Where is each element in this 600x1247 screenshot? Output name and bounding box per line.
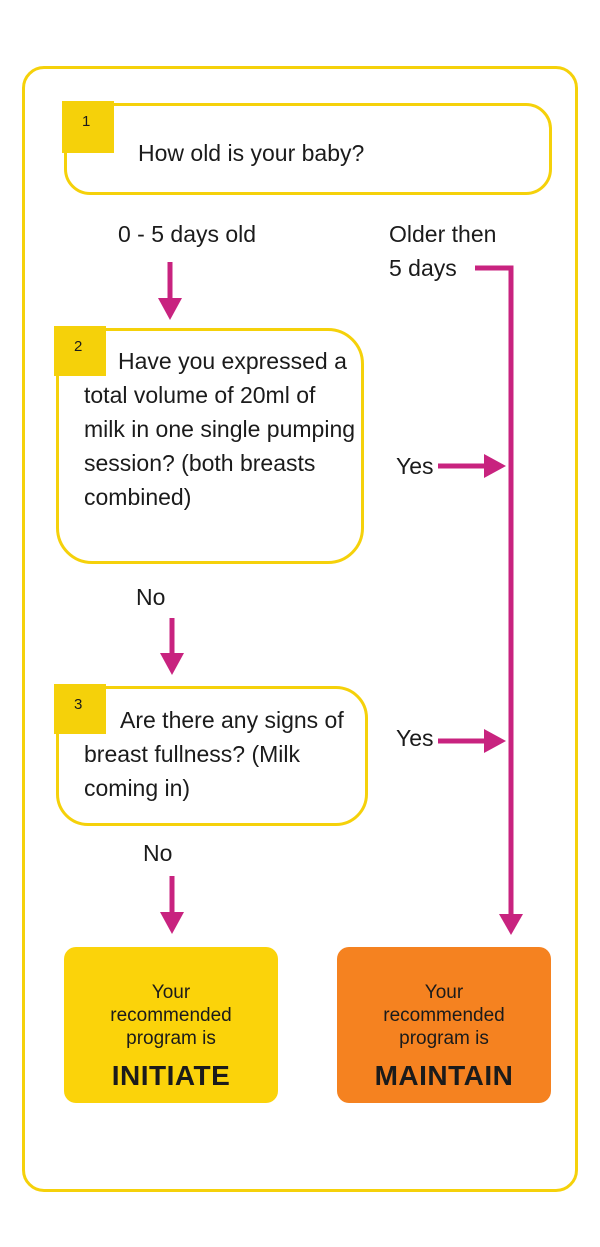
arrow-age-older-path xyxy=(475,265,514,918)
arrow-q2-no-head xyxy=(160,653,184,675)
arrow-q3-no-head xyxy=(160,912,184,934)
label-age-older-line2: 5 days xyxy=(389,255,457,281)
question-2-box xyxy=(56,328,364,564)
question-1-text: How old is your baby? xyxy=(138,140,365,166)
label-q3-yes: Yes xyxy=(396,725,434,751)
question-3-box xyxy=(56,686,368,826)
question-1-box xyxy=(64,103,552,195)
label-q3-no: No xyxy=(143,840,173,866)
result-initiate-program: INITIATE xyxy=(111,1060,231,1091)
arrow-q2-yes-head xyxy=(484,454,506,478)
arrow-q3-yes-head xyxy=(484,729,506,753)
question-2-text: Have you expressed a total volume of 20m… xyxy=(84,348,356,510)
result-initiate-prefix: Your recommended program is xyxy=(110,982,232,1049)
result-maintain-program: MAINTAIN xyxy=(374,1060,514,1091)
label-age-older-line1: Older then xyxy=(389,221,497,247)
flowchart-frame xyxy=(22,66,578,1192)
result-maintain-prefix: Your recommended program is xyxy=(383,982,505,1049)
label-age-young: 0 - 5 days old xyxy=(118,221,257,247)
arrow-age-young-head xyxy=(158,298,182,320)
question-3-number-badge: 3 xyxy=(54,684,106,734)
question-2-number-badge: 2 xyxy=(54,326,106,376)
label-q2-no: No xyxy=(136,584,166,610)
arrow-age-older-head xyxy=(499,914,523,935)
label-q2-yes: Yes xyxy=(396,453,434,479)
question-3-text: Are there any signs of breast fullness? … xyxy=(84,707,344,801)
question-1-number-badge: 1 xyxy=(62,101,114,153)
result-initiate-box: Your recommended program is INITIATE xyxy=(64,947,278,1103)
result-maintain-box: Your recommended program is MAINTAIN xyxy=(337,947,551,1103)
